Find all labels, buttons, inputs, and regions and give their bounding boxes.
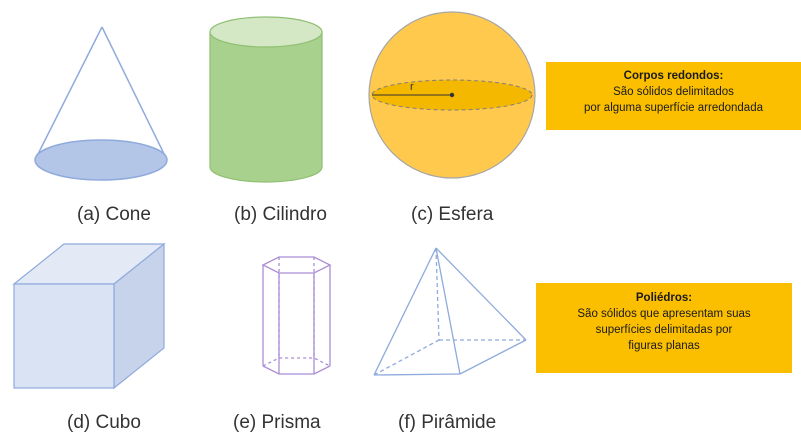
polyhedra-line-2: superfícies delimitadas por (595, 324, 733, 336)
polyhedra-title: Poliédros: (635, 292, 693, 304)
cube-caption: (d) Cubo (67, 412, 141, 433)
round-solids-callout: Corpos redondos: São sólidos delimitados… (546, 62, 801, 130)
cube-figure (12, 242, 166, 390)
prism-figure (261, 256, 332, 375)
pyramid-figure (373, 247, 527, 376)
round-solids-line-2: por alguma superfície arredondada (583, 102, 763, 114)
cone-base (34, 139, 168, 181)
cone-caption: (a) Cone (77, 204, 151, 225)
cone-figure (34, 26, 168, 181)
sphere-radius-label: r (410, 81, 414, 93)
cylinder-caption: (b) Cilindro (234, 204, 327, 225)
polyhedra-line-1: São sólidos que apresentam suas (577, 308, 751, 320)
prism-caption: (e) Prisma (233, 412, 321, 433)
cylinder-top (209, 16, 323, 48)
round-solids-line-1: São sólidos delimitados (613, 86, 734, 98)
polyhedra-callout: Poliédros: São sólidos que apresentam su… (536, 283, 792, 373)
polyhedra-line-3: figuras planas (628, 340, 700, 352)
sphere-caption: (c) Esfera (411, 204, 494, 225)
sphere-figure: r (368, 11, 536, 179)
sphere-center (449, 92, 455, 98)
round-solids-title: Corpos redondos: (623, 70, 724, 82)
pyramid-caption: (f) Pirâmide (398, 412, 497, 433)
cylinder-figure (209, 16, 323, 183)
